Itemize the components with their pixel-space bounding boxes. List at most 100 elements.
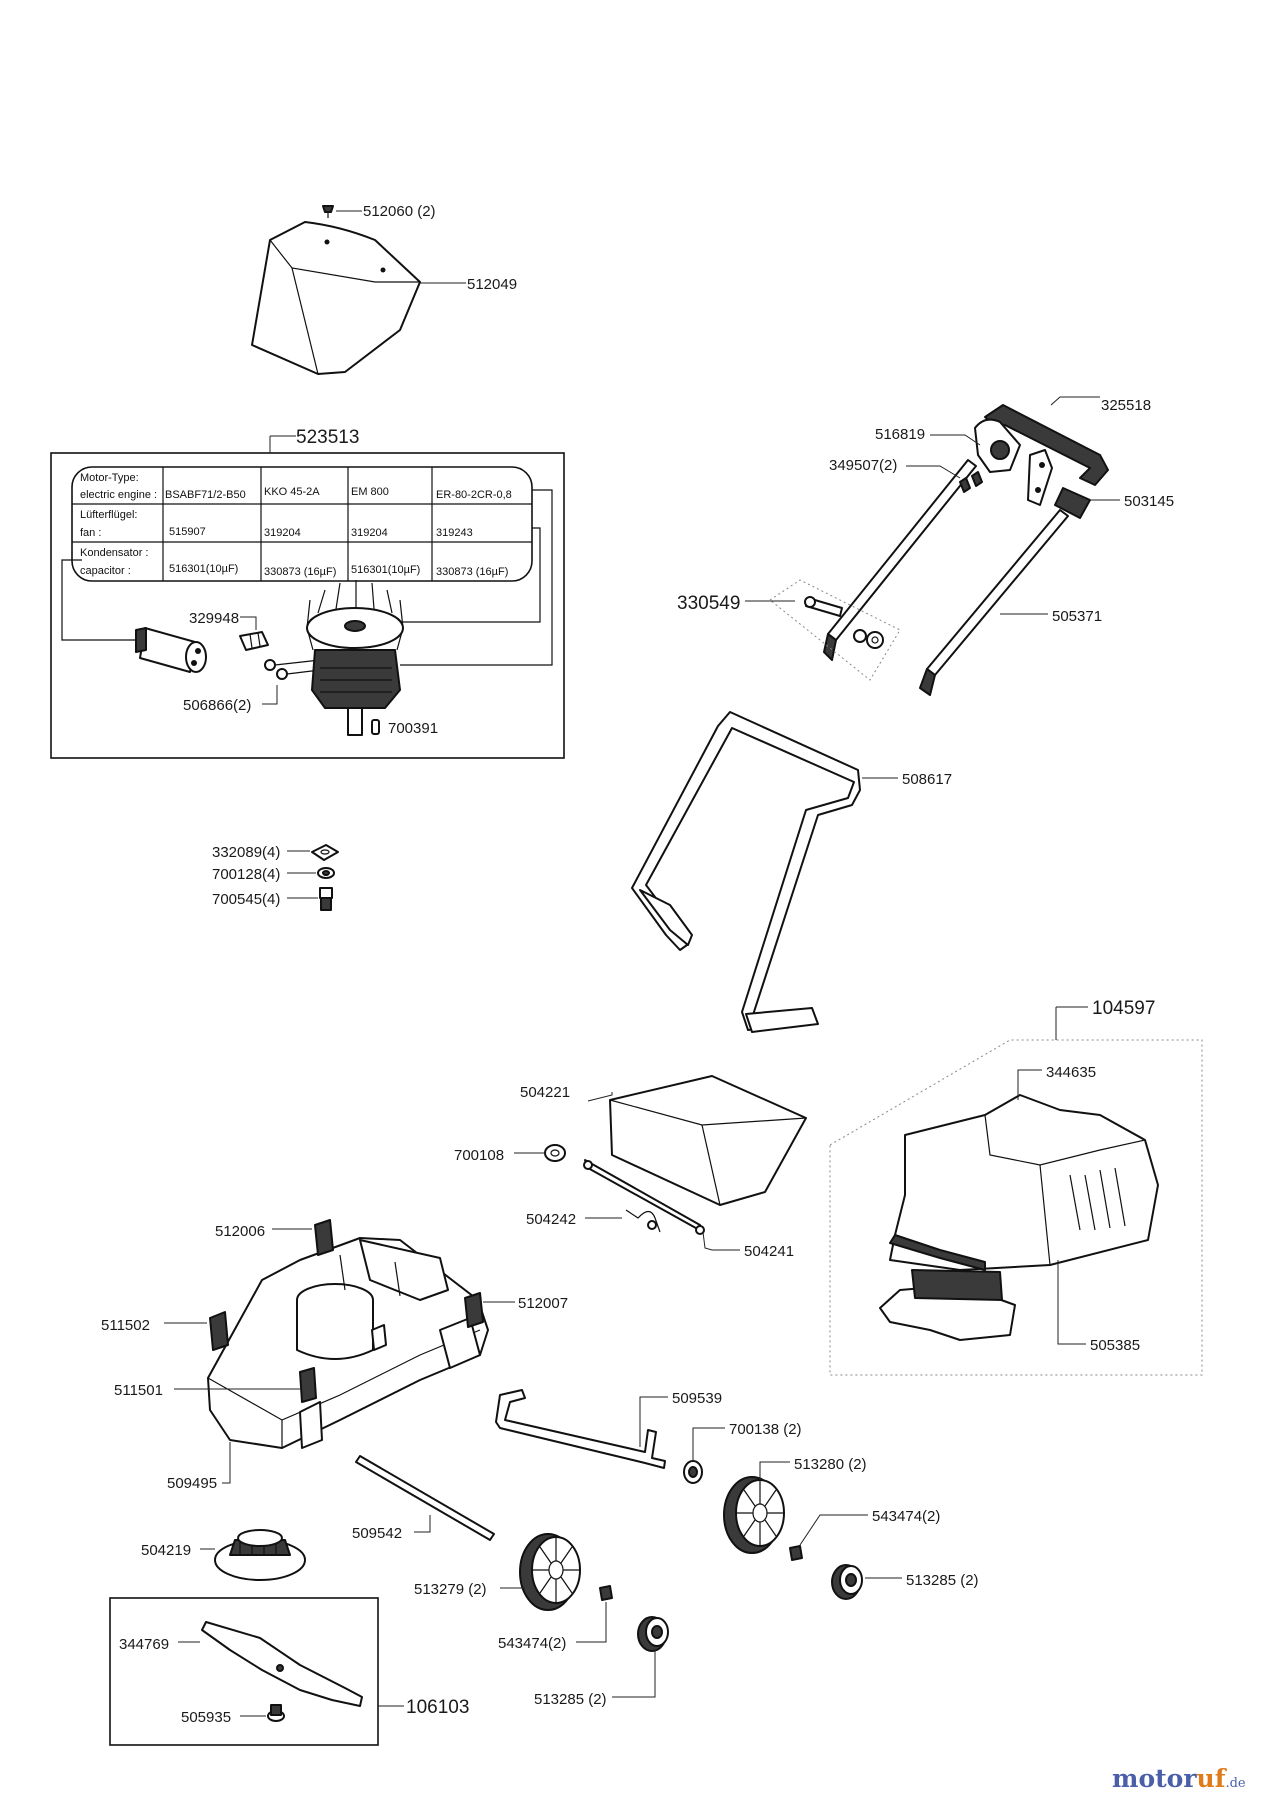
label-332089: 332089(4) [212, 844, 280, 861]
part-screw-700545 [319, 887, 333, 911]
label-513285-left: 513285 (2) [534, 1691, 607, 1708]
label-543474-left: 543474(2) [498, 1635, 566, 1652]
part-spring-504242 [625, 1209, 661, 1233]
label-504221: 504221 [520, 1084, 570, 1101]
part-screw-512060 [322, 205, 334, 218]
table-head-cap-a: Kondensator : [80, 547, 149, 559]
part-nut-332089 [311, 844, 339, 861]
part-wheel-513279 [519, 1533, 581, 1611]
label-512007: 512007 [518, 1295, 568, 1312]
table-cell: 330873 (16µF) [264, 566, 336, 578]
part-wheel-513280 [723, 1476, 785, 1554]
label-104597: 104597 [1092, 998, 1155, 1019]
table-cell: 515907 [169, 526, 206, 538]
label-700138: 700138 (2) [729, 1421, 802, 1438]
part-capacitor [135, 627, 207, 673]
label-106103: 106103 [406, 1697, 469, 1718]
part-fan-504219 [214, 1529, 306, 1581]
watermark-logo: motoruf.de [1112, 1764, 1246, 1793]
part-clip-511501 [299, 1367, 317, 1403]
table-cell: 516301(10µF) [351, 564, 420, 576]
part-hubcap-513285-right [831, 1564, 863, 1600]
label-504242: 504242 [526, 1211, 576, 1228]
part-clip-511502 [209, 1311, 229, 1351]
label-513280: 513280 (2) [794, 1456, 867, 1473]
part-lower-handle-508617 [631, 711, 861, 1033]
label-344769: 344769 [119, 1636, 169, 1653]
table-cell: 319204 [264, 527, 301, 539]
part-terminal-329948 [239, 631, 269, 651]
table-cell: BSABF71/2-B50 [165, 489, 246, 501]
label-523513: 523513 [296, 427, 359, 448]
label-349507: 349507(2) [829, 457, 897, 474]
part-tube-right-505371 [919, 509, 1069, 696]
label-504241: 504241 [744, 1243, 794, 1260]
table-cell: ER-80-2CR-0,8 [436, 489, 512, 501]
label-512006: 512006 [215, 1223, 265, 1240]
part-washer-700138 [683, 1460, 703, 1484]
label-506866: 506866(2) [183, 697, 251, 714]
label-511501: 511501 [114, 1382, 163, 1399]
label-503145: 503145 [1124, 493, 1174, 510]
table-cell: KKO 45-2A [264, 486, 320, 498]
table-cell: 330873 (16µF) [436, 566, 508, 578]
label-511502: 511502 [101, 1317, 150, 1334]
label-700128: 700128(4) [212, 866, 280, 883]
motor-box: 523513 Motor-Type: electric engine : Lüf… [50, 427, 565, 759]
table-head-motor-a: Motor-Type: [80, 472, 139, 484]
label-505371: 505371 [1052, 608, 1102, 625]
label-505385: 505385 [1090, 1337, 1140, 1354]
label-509495: 509495 [167, 1475, 217, 1492]
label-512049: 512049 [467, 276, 517, 293]
label-543474-right: 543474(2) [872, 1508, 940, 1525]
label-330549: 330549 [677, 593, 740, 614]
table-cell: EM 800 [351, 486, 389, 498]
part-collar-503145 [1054, 487, 1091, 519]
table-head-fan-a: Lüfterflügel: [80, 509, 137, 521]
label-700545: 700545(4) [212, 891, 280, 908]
part-axle-509539 [495, 1389, 666, 1469]
svg-text:motoruf.de: motoruf.de [1112, 1764, 1246, 1793]
label-513279: 513279 (2) [414, 1581, 487, 1598]
label-325518: 325518 [1101, 397, 1151, 414]
label-516819: 516819 [875, 426, 925, 443]
part-tube-left [823, 459, 977, 661]
label-329948: 329948 [189, 610, 239, 627]
part-housing-509495 [207, 1237, 489, 1449]
part-bolt-505935 [267, 1704, 285, 1722]
watermark-part-c: .de [1225, 1776, 1245, 1791]
part-hubcap-513285-left [637, 1616, 669, 1652]
watermark-part-a: motor [1112, 1764, 1197, 1793]
table-cell: 516301(10µF) [169, 563, 238, 575]
part-flap-504221 [583, 1075, 807, 1235]
motor-type-table: Motor-Type: electric engine : Lüfterflüg… [71, 466, 533, 582]
part-clip-512006 [314, 1219, 334, 1256]
part-grassbag-104597: 104597 [829, 998, 1203, 1376]
part-clamp-330549 [769, 579, 901, 681]
part-blade-set-106103: 344769 505935 106103 [109, 1597, 469, 1746]
part-clip-512007 [464, 1292, 484, 1328]
label-509542: 509542 [352, 1525, 402, 1542]
label-505935: 505935 [181, 1709, 231, 1726]
table-head-motor-b: electric engine : [80, 489, 157, 501]
part-motor [306, 580, 404, 736]
part-key-700391 [371, 719, 380, 735]
part-cover-512049 [251, 221, 421, 375]
label-700391: 700391 [388, 720, 438, 737]
label-504219: 504219 [141, 1542, 191, 1559]
part-upper-handle-325518 [974, 404, 1109, 506]
part-wire-506866 [264, 659, 321, 680]
label-508617: 508617 [902, 771, 952, 788]
label-512060: 512060 (2) [363, 203, 436, 220]
label-513285-right: 513285 (2) [906, 1572, 979, 1589]
watermark-part-b: uf [1197, 1764, 1228, 1793]
table-cell: 319204 [351, 527, 388, 539]
table-head-fan-b: fan : [80, 527, 101, 539]
part-screws-349507 [959, 471, 983, 493]
part-clip-543474-right [789, 1545, 803, 1561]
part-clip-543474-left [599, 1585, 613, 1601]
label-509539: 509539 [672, 1390, 722, 1407]
table-cell: 319243 [436, 527, 473, 539]
part-nut-700108 [544, 1144, 566, 1162]
